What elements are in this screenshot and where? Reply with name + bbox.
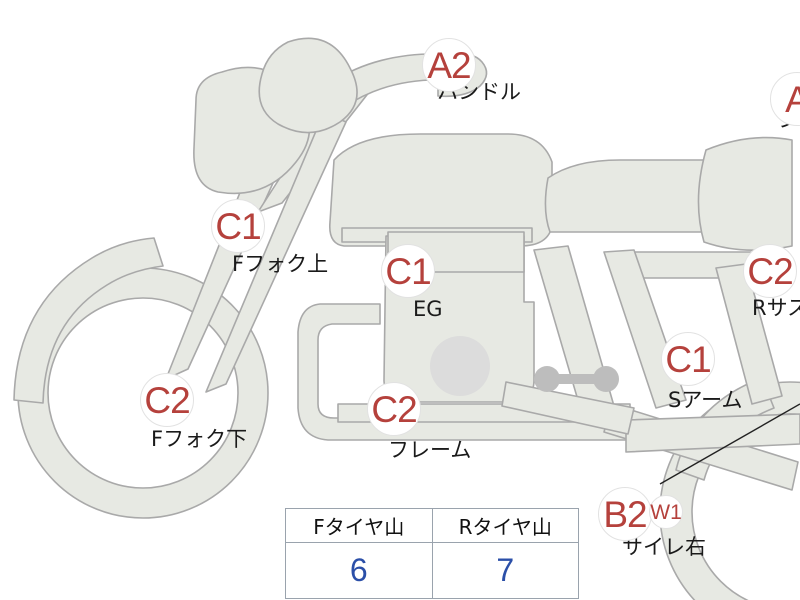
- part-label-swingarm: Sアーム: [668, 388, 743, 412]
- table-header-row: Fタイヤ山 Rタイヤ山: [285, 508, 579, 543]
- table-header-rear-tire: Rタイヤ山: [431, 508, 579, 543]
- part-label-fork-upper: Fフォク上: [232, 252, 329, 276]
- part-label-engine: EG: [413, 297, 443, 321]
- table-header-front-tire: Fタイヤ山: [285, 508, 433, 543]
- table-cell-front-tire-value: 6: [285, 542, 433, 599]
- rear-shock-shape: [715, 263, 783, 405]
- warning-badge-silencer[interactable]: W1: [649, 495, 683, 529]
- exhaust-header-shape: [501, 381, 635, 435]
- tail-cover-shape: [697, 136, 793, 251]
- exhaust-pipe-shape: [625, 413, 800, 453]
- grade-badge-swingarm[interactable]: C1: [661, 332, 715, 386]
- part-label-frame: フレーム: [388, 438, 472, 462]
- grade-badge-silencer[interactable]: B2: [598, 487, 652, 541]
- part-label-rear-suspension: Rサス: [752, 296, 800, 320]
- engine-cover-circle: [430, 336, 490, 396]
- grade-badge-rear-suspension[interactable]: C2: [743, 244, 797, 298]
- grade-badge-fork-lower[interactable]: C2: [140, 373, 194, 427]
- table-row: 6 7: [285, 542, 579, 599]
- part-label-silencer: サイレ右: [622, 535, 706, 559]
- front-fork-tube2-shape: [205, 111, 347, 393]
- table-cell-rear-tire-value: 7: [431, 542, 579, 599]
- grade-badge-frame[interactable]: C2: [367, 382, 421, 436]
- front-fender-shape: [13, 237, 164, 404]
- grade-badge-handle[interactable]: A2: [422, 38, 476, 92]
- fuel-tank-shape: [328, 133, 553, 247]
- engine-detail-group: [430, 336, 619, 396]
- grade-badge-engine[interactable]: C1: [381, 244, 435, 298]
- grade-badge-fork-upper[interactable]: C1: [211, 199, 265, 253]
- tire-tread-table: Fタイヤ山 Rタイヤ山 6 7: [285, 508, 579, 599]
- part-label-fork-lower: Fフォク下: [151, 427, 248, 451]
- instrument-pod-shape: [258, 37, 358, 134]
- footpeg-bar: [547, 374, 606, 384]
